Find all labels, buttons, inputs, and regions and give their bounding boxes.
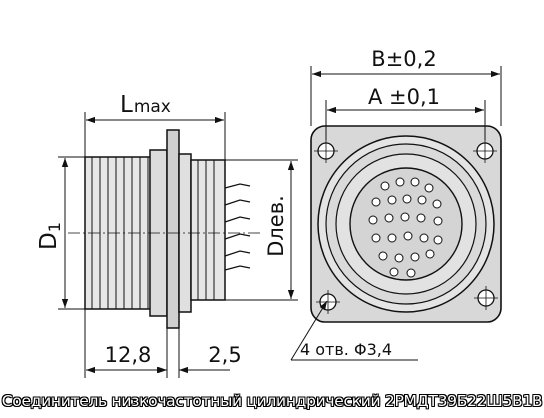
dim-lmax-label: Lmax [120,92,171,118]
flange [166,129,180,329]
caption: Соединитель низкочастотный цилиндрически… [1,392,543,410]
dim-b-label: B±0,2 [371,47,436,71]
front-dimensions [290,66,502,361]
dim-d1-label: D1 [36,222,64,250]
insert [349,167,463,281]
side-view [68,129,262,329]
rear-body [190,159,226,301]
dim-a-label: A ±0,1 [368,85,440,109]
mounting-holes [314,139,498,314]
contact-sockets [368,177,443,278]
dim-thread-length-label: 12,8 [105,343,152,367]
holes-label: 4 отв. Φ3,4 [300,340,392,359]
dim-dlev-label: Dлев. [264,195,288,257]
side-dimensions [58,112,298,378]
front-view [310,125,502,323]
dim-flange-length-label: 2,5 [208,343,241,367]
contact-pins [224,183,251,271]
